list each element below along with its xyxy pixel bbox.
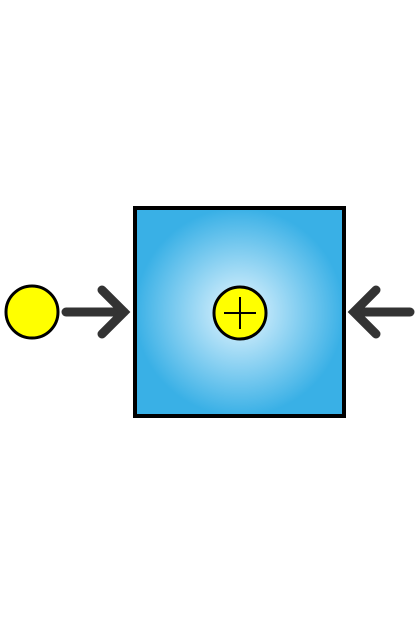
- left-particle-circle: [4, 284, 60, 340]
- arrow-right-icon: [61, 285, 131, 339]
- arrow-left-icon: [347, 285, 415, 339]
- plus-icon: [224, 297, 256, 329]
